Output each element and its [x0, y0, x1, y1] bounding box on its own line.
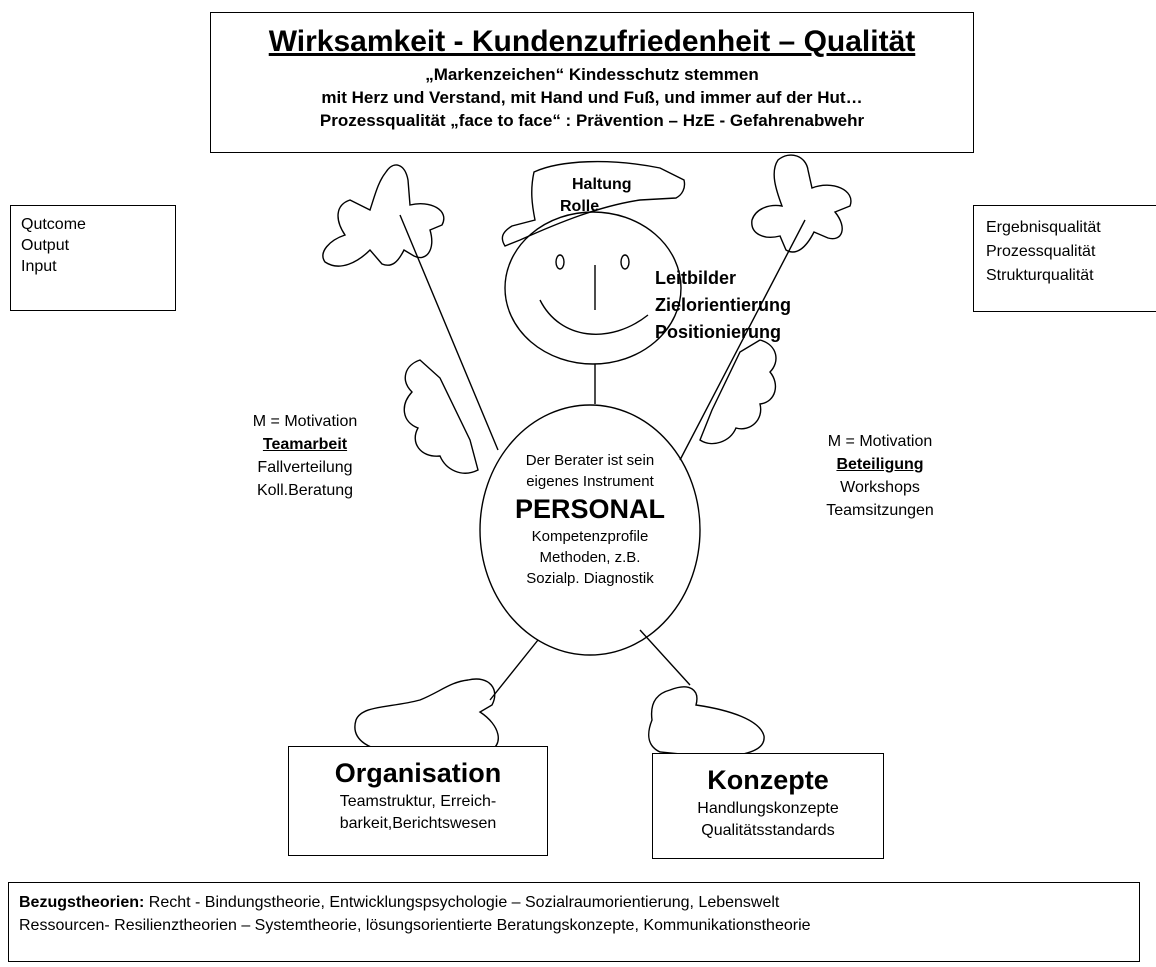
theories-line2: Ressourcen- Resilienztheorien – Systemth… [19, 917, 811, 934]
organisation-line2: barkeit,Berichtswesen [339, 815, 497, 832]
organisation-line1: Teamstruktur, Erreich- [339, 793, 497, 810]
hat-outline [501, 160, 686, 247]
theories-label: Bezugstheorien: [19, 894, 145, 911]
left-outcome-box: Qutcome Output Input [10, 205, 176, 311]
left-hand [322, 164, 445, 267]
right-eye [620, 254, 630, 270]
right-arm [679, 219, 806, 461]
theories-line1-text: Recht - Bindungstheorie, Entwicklungspsy… [144, 894, 780, 911]
theories-box: Bezugstheorien: Recht - Bindungstheorie,… [8, 882, 1140, 962]
right-box-item: Strukturqualität [986, 267, 1094, 284]
left-box-item: Input [21, 258, 57, 275]
top-box-line1: „Markenzeichen“ Kindesschutz stemmen [425, 65, 759, 84]
left-motivation-heading: Teamarbeit [262, 436, 348, 453]
top-box-title: Wirksamkeit - Kundenzufriedenheit – Qual… [268, 25, 916, 58]
konzepte-line1: Handlungskonzepte [697, 800, 839, 817]
body-item: Methoden, z.B. [539, 549, 641, 566]
right-box-item: Prozessqualität [986, 243, 1096, 260]
body-line1: Der Berater ist sein [525, 452, 655, 469]
left-box-item: Output [21, 237, 70, 254]
konzepte-line2: Qualitätsstandards [701, 822, 835, 839]
face-text: Leitbilder Zielorientierung Positionieru… [655, 265, 791, 346]
right-leg [639, 629, 691, 686]
right-box-item: Ergebnisqualität [986, 219, 1101, 236]
body-text: Der Berater ist sein eigenes Instrument … [490, 450, 690, 589]
face-item: Leitbilder [655, 268, 737, 288]
hat-line1: Haltung [572, 176, 632, 193]
left-motivation-block: M = Motivation Teamarbeit Fallverteilung… [215, 410, 395, 502]
right-motivation-label: M = Motivation [827, 433, 933, 450]
left-eye [555, 254, 565, 270]
body-outline [479, 404, 701, 656]
right-motivation-item: Teamsitzungen [826, 502, 934, 519]
head-outline [504, 211, 682, 365]
right-motivation-item: Workshops [840, 479, 920, 496]
hat-text: Haltung Rolle [560, 174, 632, 218]
top-box-line3: Prozessqualität „face to face“ : Prävent… [319, 111, 865, 130]
right-motivation-heading: Beteiligung [836, 456, 924, 473]
top-goal-box: Wirksamkeit - Kundenzufriedenheit – Qual… [210, 12, 974, 153]
personal-title: PERSONAL [514, 494, 666, 524]
left-motivation-item: Fallverteilung [257, 459, 353, 476]
mouth [539, 299, 649, 335]
body-item: Kompetenzprofile [531, 528, 649, 545]
right-sleeve [699, 339, 777, 445]
left-arm [399, 214, 499, 451]
hat-line2: Rolle [560, 198, 600, 215]
right-motivation-block: M = Motivation Beteiligung Workshops Tea… [790, 430, 970, 522]
theories-line1: Bezugstheorien: Recht - Bindungstheorie,… [19, 891, 1129, 914]
right-quality-box: Ergebnisqualität Prozessqualität Struktu… [973, 205, 1156, 312]
right-hand [751, 154, 852, 253]
face-item: Positionierung [655, 322, 781, 342]
body-item: Sozialp. Diagnostik [526, 570, 654, 587]
left-box-item: Qutcome [21, 216, 86, 233]
konzepte-box: Konzepte Handlungskonzepte Qualitätsstan… [652, 753, 884, 859]
body-line2: eigenes Instrument [526, 473, 654, 490]
left-motivation-label: M = Motivation [252, 413, 358, 430]
left-foot [354, 678, 499, 753]
right-foot [648, 686, 765, 758]
left-motivation-item: Koll.Beratung [256, 482, 354, 499]
left-sleeve [403, 359, 479, 474]
face-item: Zielorientierung [655, 295, 792, 315]
left-leg [489, 639, 539, 701]
organisation-box: Organisation Teamstruktur, Erreich- bark… [288, 746, 548, 856]
konzepte-title: Konzepte [707, 765, 829, 795]
organisation-title: Organisation [334, 758, 502, 788]
top-box-line2: mit Herz und Verstand, mit Hand und Fuß,… [321, 88, 863, 107]
